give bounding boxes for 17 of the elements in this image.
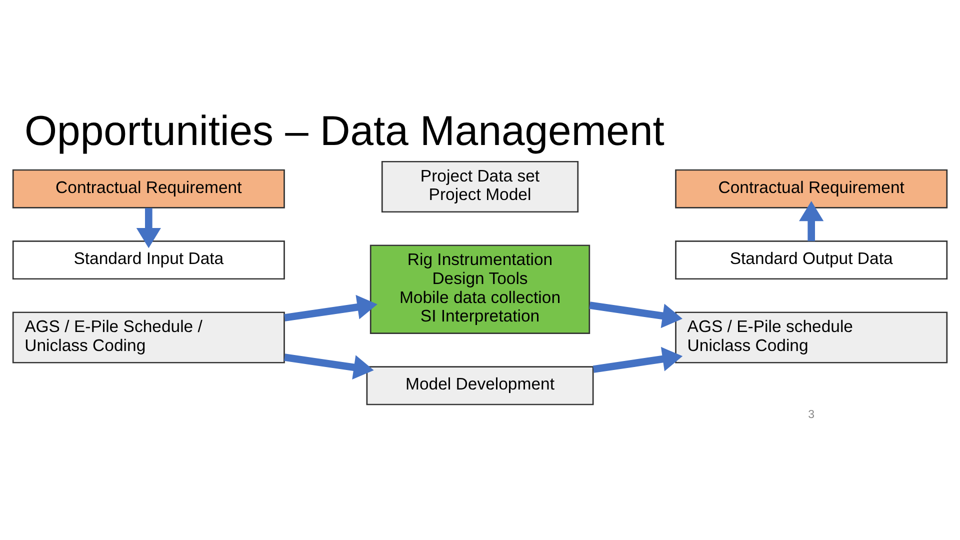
node-box: Model Development	[366, 366, 594, 405]
diagram-title: Opportunities – Data Management	[24, 106, 664, 154]
node-box: AGS / E-Pile Schedule / Uniclass Coding	[12, 311, 285, 363]
node-box: Standard Input Data	[12, 240, 285, 280]
arrow	[136, 208, 161, 248]
node-box: Project Data set Project Model	[381, 160, 579, 212]
arrow	[589, 301, 682, 328]
node-box: Rig Instrumentation Design Tools Mobile data collection SI Interpretation	[370, 244, 590, 334]
node-box: Standard Output Data	[675, 240, 948, 280]
arrow	[284, 294, 378, 321]
node-box: AGS / E-Pile schedule Uniclass Coding	[675, 311, 948, 363]
arrow	[592, 346, 683, 372]
node-box: Contractual Requirement	[675, 168, 948, 208]
label: 3	[808, 408, 815, 420]
arrow	[284, 353, 374, 380]
node-box: Contractual Requirement	[12, 168, 285, 208]
arrow	[799, 200, 824, 241]
